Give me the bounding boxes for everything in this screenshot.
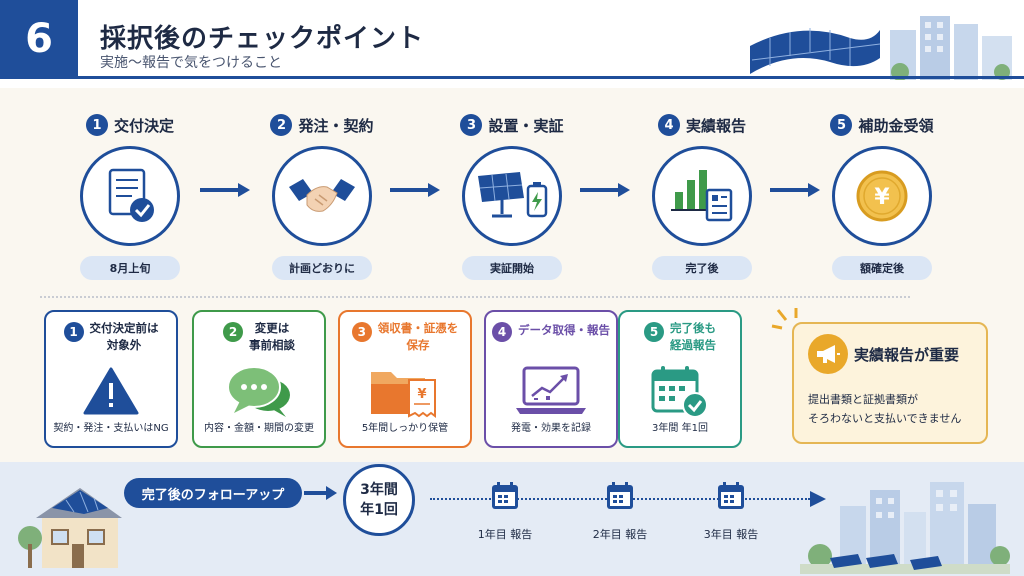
period-line2: 年1回: [360, 502, 398, 518]
card-number: 3: [351, 322, 372, 342]
step-number: 5: [830, 114, 853, 136]
arrow-right-icon: [580, 183, 630, 197]
arrow-right-icon: [200, 183, 250, 197]
card-number: 2: [223, 322, 243, 342]
timeline-arrow-icon: [810, 491, 826, 507]
document-check-icon: [80, 146, 180, 246]
emphasis-rays-icon: [771, 308, 798, 330]
yen-coin-icon: ¥: [832, 146, 932, 246]
step-pill: 額確定後: [832, 256, 932, 280]
step-pill: 8月上旬: [80, 256, 180, 280]
page-title: 採択後のチェックポイント: [100, 24, 425, 54]
card-title-line1: 交付決定前は: [89, 321, 159, 335]
period-badge: 3年間 年1回: [343, 464, 415, 536]
step-pill: 実証開始: [462, 256, 562, 280]
important-line1: 提出書類と証拠書類が: [808, 393, 918, 406]
solar-panel-battery-icon: [462, 146, 562, 246]
laptop-chart-icon: [486, 360, 616, 422]
warning-icon: [46, 360, 176, 422]
report-year-2: 2年目 報告: [575, 480, 665, 542]
card-title-line1: 完了後も: [670, 321, 716, 335]
card-foot: 3年間 年1回: [652, 423, 708, 434]
section-divider: [40, 296, 910, 298]
calendar-icon: [718, 482, 744, 509]
page-subtitle: 実施〜報告で気をつけること: [100, 55, 282, 71]
calendar-check-icon: [620, 360, 740, 422]
arrow-right-icon: [304, 486, 337, 500]
calendar-icon: [492, 482, 518, 509]
step-pill: 計画どおりに: [272, 256, 372, 280]
chart-report-icon: [652, 146, 752, 246]
card-3: 3 領収書・証憑を保存 ¥ 5年間しっかり保管: [338, 310, 472, 448]
card-foot: 契約・発注・支払いはNG: [53, 423, 169, 434]
step-1: 1 交付決定 8月上旬: [65, 112, 195, 280]
step-label: 補助金受領: [858, 116, 934, 135]
step-number: 2: [270, 114, 293, 136]
header-divider: [0, 76, 1024, 79]
card-title-line2: 経過報告: [670, 338, 716, 352]
report-label: 2年目 報告: [592, 528, 648, 541]
svg-text:¥: ¥: [417, 387, 426, 402]
step-label: 実績報告: [685, 116, 746, 135]
card-foot: 内容・金額・期間の変更: [204, 423, 314, 434]
svg-text:¥: ¥: [874, 185, 890, 210]
card-title-line1: 変更は: [254, 321, 290, 335]
step-number: 3: [460, 114, 483, 136]
card-4: 4 データ取得・報告 発電・効果を記録: [484, 310, 618, 448]
folder-receipt-icon: ¥: [340, 360, 470, 422]
important-notice: 実績報告が重要 提出書類と証拠書類が そろわないと支払いできません: [792, 322, 988, 444]
card-foot: 5年間しっかり保管: [361, 423, 449, 434]
report-year-1: 1年目 報告: [460, 480, 550, 542]
card-title-line1: 領収書・証憑を: [377, 321, 459, 335]
card-5: 5 完了後も経過報告 3年間 年1回: [618, 310, 742, 448]
card-foot: 発電・効果を記録: [511, 423, 591, 434]
step-number: 4: [657, 114, 680, 136]
arrow-right-icon: [770, 183, 820, 197]
arrow-right-icon: [390, 183, 440, 197]
solar-city-illustration: [750, 16, 1012, 80]
report-label: 3年目 報告: [703, 528, 759, 541]
city-solar-illustration: [800, 482, 1010, 574]
card-title-line2: 対象外: [106, 338, 142, 352]
card-number: 1: [63, 322, 84, 342]
step-5: 5 補助金受領 ¥ 額確定後: [817, 112, 947, 280]
period-line1: 3年間: [360, 482, 398, 498]
house-solar-illustration: [18, 488, 122, 568]
section-number: 6: [0, 0, 78, 78]
header: 6 採択後のチェックポイント 実施〜報告で気をつけること: [0, 0, 1024, 88]
megaphone-icon: [808, 334, 848, 374]
followup-label: 完了後のフォローアップ: [124, 478, 302, 508]
card-2: 2 変更は事前相談 内容・金額・期間の変更: [192, 310, 326, 448]
step-2: 2 発注・契約 計画どおりに: [257, 112, 387, 280]
step-label: 発注・契約: [298, 116, 374, 135]
report-year-3: 3年目 報告: [686, 480, 776, 542]
card-1: 1 交付決定前は対象外 契約・発注・支払いはNG: [44, 310, 178, 448]
card-title-line2: 保存: [406, 338, 430, 352]
step-pill: 完了後: [652, 256, 752, 280]
card-title-line1: データ取得・報告: [518, 323, 610, 337]
step-label: 交付決定: [113, 116, 174, 135]
calendar-icon: [607, 482, 633, 509]
card-number: 4: [492, 322, 512, 342]
card-title-line2: 事前相談: [249, 338, 295, 352]
chat-bubbles-icon: [194, 360, 324, 422]
step-3: 3 設置・実証 実証開始: [447, 112, 577, 280]
card-number: 5: [644, 322, 664, 342]
important-line2: そろわないと支払いできません: [808, 412, 962, 425]
step-number: 1: [85, 114, 108, 136]
important-title: 実績報告が重要: [854, 346, 960, 364]
step-label: 設置・実証: [488, 116, 564, 135]
step-4: 4 実績報告 完了後: [637, 112, 767, 280]
handshake-icon: [272, 146, 372, 246]
report-label: 1年目 報告: [477, 528, 533, 541]
